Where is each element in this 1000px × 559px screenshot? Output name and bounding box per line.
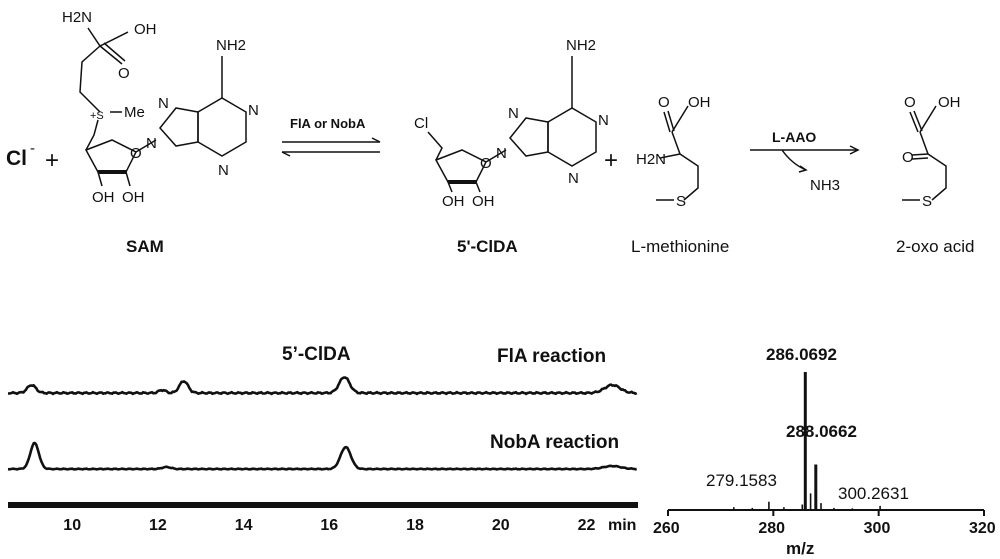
methionine-structure: OH O H2N S L-methionine bbox=[631, 94, 729, 256]
ms-tick-300: 300 bbox=[864, 520, 891, 537]
plus-sign-2: + bbox=[604, 147, 618, 174]
clda-hydroxyl-2: OH bbox=[472, 193, 495, 210]
hplc-tick-18: 18 bbox=[406, 517, 424, 534]
sam-charge: +S bbox=[90, 110, 104, 122]
met-carbonyl-o: O bbox=[658, 94, 670, 111]
oxo-carbonyl-o: O bbox=[904, 94, 916, 111]
hplc-tick-20: 20 bbox=[492, 517, 510, 534]
oxo-acid-label: 2-oxo acid bbox=[896, 237, 974, 256]
sam-ring-o: O bbox=[130, 145, 142, 162]
ammonia: NH3 bbox=[810, 177, 840, 194]
sam-methyl: Me bbox=[124, 104, 145, 121]
mass-spectrum: 286.0692 288.0662 279.1583 300.2631 260 280 3… bbox=[653, 345, 996, 558]
ms-tick-280: 280 bbox=[758, 520, 785, 537]
met-acid-oh: OH bbox=[688, 94, 711, 111]
hplc-tick-16: 16 bbox=[320, 517, 338, 534]
clda-n3: N bbox=[598, 112, 609, 129]
clda-structure: Cl O OH OH NH2 N N N N 5'-ClDA bbox=[414, 37, 609, 256]
hplc-tick-labels: 10 12 14 16 18 20 22 min bbox=[63, 517, 636, 534]
sam-acid-oh: OH bbox=[134, 21, 157, 38]
clda-adenine-nh2: NH2 bbox=[566, 37, 596, 54]
sam-structure: H2N OH O +S Me O OH OH NH2 N N N N SAM bbox=[62, 9, 259, 256]
ms-peak-label-286-0692: 286.0692 bbox=[766, 345, 837, 364]
ms-peak-label-279-1583: 279.1583 bbox=[706, 471, 777, 490]
clda-label: 5'-ClDA bbox=[457, 237, 518, 256]
equilibrium-arrows: FlA or NobA bbox=[281, 116, 381, 157]
hplc-tick-10: 10 bbox=[63, 517, 81, 534]
ms-peak-labels: 286.0692 288.0662 279.1583 300.2631 bbox=[706, 345, 909, 503]
met-sulfur: S bbox=[676, 193, 686, 210]
sam-n3: N bbox=[248, 102, 259, 119]
ms-peak-label-300-2631: 300.2631 bbox=[838, 484, 909, 503]
ms-tick-260: 260 bbox=[653, 520, 680, 537]
oxo-acid-oh: OH bbox=[938, 94, 961, 111]
sam-n4: N bbox=[218, 162, 229, 179]
clda-ring-o: O bbox=[480, 155, 492, 172]
trace-label-noba: NobA reaction bbox=[490, 432, 619, 453]
ms-x-label: m/z bbox=[786, 539, 814, 558]
clda-n2: N bbox=[496, 145, 507, 162]
sam-n2: N bbox=[146, 135, 157, 152]
hplc-x-unit: min bbox=[608, 517, 636, 534]
ms-tick-labels: 260 280 300 320 bbox=[653, 510, 996, 537]
sam-adenine-nh2: NH2 bbox=[216, 37, 246, 54]
sam-hydroxyl-1: OH bbox=[92, 189, 115, 206]
chloride-symbol: Cl bbox=[6, 147, 27, 170]
clda-hydroxyl-1: OH bbox=[442, 193, 465, 210]
ms-tick-320: 320 bbox=[969, 520, 996, 537]
clda-chlorine: Cl bbox=[414, 115, 428, 132]
sam-hydroxyl-2: OH bbox=[122, 189, 145, 206]
oxidase-label: L-AAO bbox=[772, 129, 816, 145]
hplc-tick-12: 12 bbox=[149, 517, 167, 534]
oxo-acid-structure: OH O O S 2-oxo acid bbox=[896, 94, 974, 256]
sam-amine: H2N bbox=[62, 9, 92, 26]
sam-carbonyl-o: O bbox=[118, 65, 130, 82]
clda-n4: N bbox=[568, 170, 579, 187]
trace-fla-reaction bbox=[7, 376, 638, 396]
met-amine: H2N bbox=[636, 151, 666, 168]
sam-n1: N bbox=[158, 95, 169, 112]
peak-label-clda: 5’-ClDA bbox=[282, 344, 351, 365]
hplc-tick-22: 22 bbox=[578, 517, 596, 534]
hplc-axis-bar bbox=[8, 502, 638, 508]
clda-n1: N bbox=[508, 105, 519, 122]
plus-sign-1: + bbox=[45, 147, 59, 174]
hplc-tick-14: 14 bbox=[235, 517, 253, 534]
oxo-sulfur: S bbox=[922, 193, 932, 210]
methionine-label: L-methionine bbox=[631, 237, 729, 256]
oxo-keto-o: O bbox=[902, 149, 914, 166]
chloride-charge: - bbox=[30, 140, 35, 157]
sam-label: SAM bbox=[126, 237, 164, 256]
oxidase-arrow: L-AAO NH3 bbox=[750, 129, 860, 194]
enzyme-label-fla-noba: FlA or NobA bbox=[290, 116, 366, 131]
trace-noba-reaction bbox=[7, 441, 637, 471]
trace-label-fla: FlA reaction bbox=[497, 346, 606, 367]
ms-peak-label-288-0662: 288.0662 bbox=[786, 422, 857, 441]
chloride-ion: Cl - bbox=[6, 140, 35, 170]
